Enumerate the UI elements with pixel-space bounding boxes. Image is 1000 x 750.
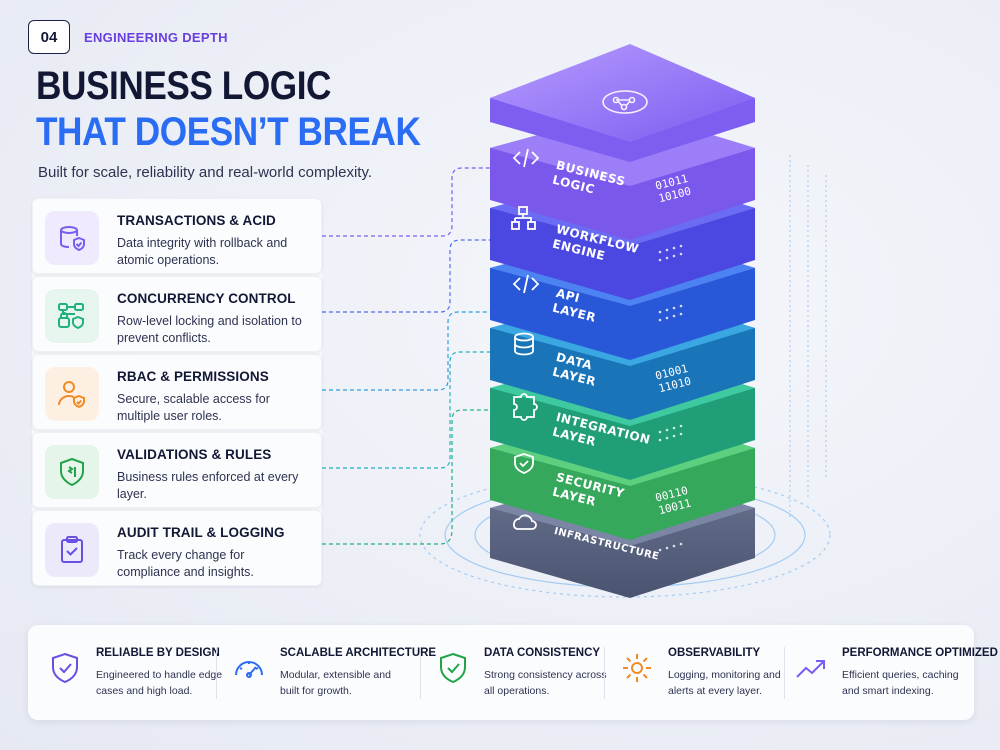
feature-title: RBAC & PERMISSIONS (117, 369, 269, 384)
status-dots (658, 244, 683, 552)
bottom-benefits-bar: RELIABLE BY DESIGN Engineered to handle … (28, 625, 998, 720)
gauge-icon (235, 661, 263, 678)
lock-network-icon (45, 289, 99, 343)
divider (420, 647, 421, 699)
section-number-badge: 04 (28, 20, 70, 54)
benefit-scalable: SCALABLE ARCHITECTURE Modular, extensibl… (232, 625, 436, 720)
database-icon (514, 332, 534, 356)
benefit-title: SCALABLE ARCHITECTURE (280, 647, 437, 659)
shield-rules-icon (45, 445, 99, 499)
benefit-desc: Logging, monitoring and alerts at every … (668, 669, 781, 697)
page-title-line2: THAT DOESN’T BREAK (36, 110, 421, 154)
benefit-observability: OBSERVABILITY Logging, monitoring and al… (620, 625, 790, 720)
brain-network-icon (602, 90, 648, 114)
eyebrow-label: ENGINEERING DEPTH (84, 30, 228, 45)
feature-card-validations: VALIDATIONS & RULES Business rules enfor… (32, 432, 322, 508)
gear-icon (623, 654, 651, 682)
user-shield-icon (45, 367, 99, 421)
feature-title: AUDIT TRAIL & LOGGING (117, 525, 285, 540)
benefit-desc: Strong consistency across all operations… (484, 669, 607, 697)
shield-check-icon (440, 652, 466, 684)
trend-up-icon (796, 660, 825, 678)
benefit-consistency: DATA CONSISTENCY Strong consistency acro… (436, 625, 607, 720)
divider (604, 647, 605, 699)
code-icon (512, 148, 540, 168)
benefit-title: DATA CONSISTENCY (484, 647, 601, 659)
page-subtitle: Built for scale, reliability and real-wo… (38, 164, 373, 181)
feature-title: CONCURRENCY CONTROL (117, 291, 296, 306)
shield-icon (514, 453, 534, 474)
feature-desc: Data integrity with rollback and atomic … (117, 236, 288, 267)
code-icon (512, 274, 540, 294)
database-shield-icon (45, 211, 99, 265)
cloud-icon (512, 514, 537, 530)
divider (784, 647, 785, 699)
shield-check-icon (52, 652, 78, 684)
benefit-title: OBSERVABILITY (668, 647, 761, 659)
benefit-title: RELIABLE BY DESIGN (96, 647, 220, 659)
divider (216, 647, 217, 699)
feature-list: TRANSACTIONS & ACID Data integrity with … (32, 198, 322, 586)
benefit-desc: Engineered to handle edge cases and high… (96, 669, 223, 697)
benefit-desc: Efficient queries, caching and smart ind… (842, 669, 959, 697)
workflow-icon (511, 206, 536, 230)
feature-card-concurrency: CONCURRENCY CONTROL Row-level locking an… (32, 276, 322, 352)
feature-card-rbac: RBAC & PERMISSIONS Secure, scalable acce… (32, 354, 322, 430)
benefit-reliable: RELIABLE BY DESIGN Engineered to handle … (48, 625, 222, 720)
feature-card-transactions: TRANSACTIONS & ACID Data integrity with … (32, 198, 322, 274)
stack-graphic (490, 44, 755, 598)
feature-title: TRANSACTIONS & ACID (117, 213, 276, 228)
feature-title: VALIDATIONS & RULES (117, 447, 272, 462)
puzzle-icon (513, 393, 538, 421)
benefit-title: PERFORMANCE OPTIMIZED (842, 647, 998, 659)
feature-desc: Secure, scalable access for multiple use… (117, 392, 270, 423)
benefit-performance: PERFORMANCE OPTIMIZED Efficient queries,… (794, 625, 998, 720)
feature-card-audit: AUDIT TRAIL & LOGGING Track every change… (32, 510, 322, 586)
feature-desc: Track every change for compliance and in… (117, 548, 254, 579)
feature-desc: Business rules enforced at every layer. (117, 470, 299, 501)
page-title-line1: BUSINESS LOGIC (36, 64, 332, 108)
benefit-desc: Modular, extensible and built for growth… (280, 669, 391, 697)
clipboard-check-icon (45, 523, 99, 577)
stack-top-cap (490, 44, 755, 162)
feature-desc: Row-level locking and isolation to preve… (117, 314, 302, 345)
